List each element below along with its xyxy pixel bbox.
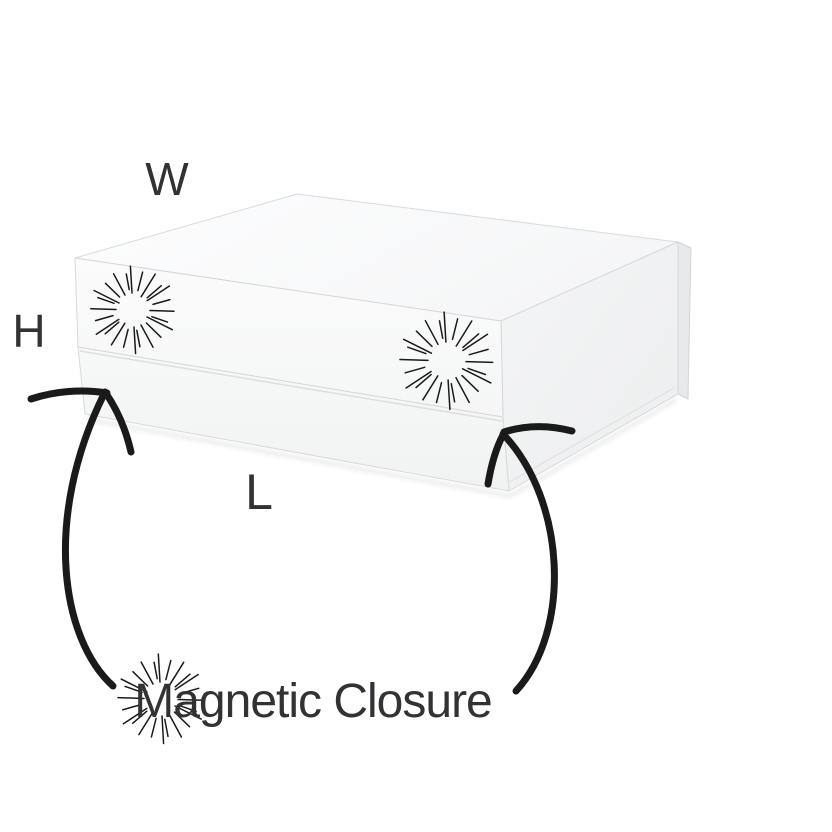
starburst-ray [415, 330, 433, 348]
starburst-ray [122, 707, 148, 725]
lid-flap-shadow-line [79, 350, 503, 422]
starburst-ray [179, 704, 197, 713]
starburst-ray [443, 311, 447, 343]
starburst-ray [146, 316, 174, 331]
starburst-ray [438, 320, 444, 339]
starburst-ray [145, 322, 162, 338]
starburst-ray [165, 659, 172, 681]
starburst-ray [140, 273, 156, 298]
starburst-ray [104, 282, 121, 298]
starburst-ray [138, 711, 154, 736]
starburst-ray [133, 326, 137, 355]
starburst-ray [405, 370, 432, 389]
starburst-ray [168, 713, 183, 738]
left-arrow-shaft [61, 390, 117, 690]
starburst-ray [146, 285, 171, 302]
starburst-ray [455, 320, 473, 347]
starburst-ray [146, 284, 163, 299]
starburst-ray [462, 333, 480, 349]
starburst-ray [122, 328, 129, 348]
starburst-ray [164, 718, 169, 738]
starburst-ray [104, 321, 120, 335]
starburst-ray [117, 696, 145, 700]
starburst-ray [153, 661, 158, 680]
right-arrowhead-wing-b [500, 423, 576, 436]
right-arrowhead-wing-a [484, 431, 507, 488]
starburst-ray [422, 375, 439, 401]
starburst-ray [110, 322, 126, 346]
starburst-ray [451, 318, 459, 341]
starburst-ray [140, 324, 154, 348]
right-callout-arrow [484, 423, 576, 695]
box-back-hinge-flap [677, 241, 692, 400]
starburst-ray [124, 685, 143, 694]
starburst-ray [468, 348, 489, 356]
starburst-ray [157, 653, 161, 683]
closure-starburst-icon [117, 653, 204, 745]
starburst-ray [132, 670, 149, 687]
starburst-ray [97, 296, 115, 305]
magnet-starburst-left-icon [90, 265, 175, 355]
gift-box-illustration [74, 193, 692, 492]
starburst-ray [455, 376, 470, 404]
starburst-ray [94, 314, 114, 322]
starburst-ray [129, 265, 133, 294]
magnetic-closure-label: Magnetic Closure [134, 675, 492, 728]
starburst-ray [152, 298, 171, 306]
starburst-ray [407, 346, 427, 355]
starburst-ray [120, 678, 148, 693]
magnet-starburst-right-icon [399, 311, 494, 411]
left-callout-arrow [27, 387, 135, 690]
starburst-ray [149, 309, 175, 313]
starburst-ray [415, 373, 432, 389]
starburst-ray [161, 715, 165, 745]
starburst-ray [174, 673, 199, 691]
right-arrow-shaft [499, 430, 558, 695]
starburst-ray [462, 333, 489, 352]
starburst-ray [140, 661, 154, 685]
box-lid-front-flap [74, 257, 504, 418]
starburst-ray [168, 661, 185, 687]
width-label: W [145, 153, 189, 205]
starburst-ray [136, 329, 141, 348]
starburst-ray [125, 273, 130, 291]
length-label: L [245, 464, 273, 520]
box-shadow [85, 397, 679, 499]
starburst-ray [151, 315, 169, 323]
starburst-ray [177, 698, 204, 702]
starburst-ray [424, 319, 439, 346]
starburst-ray [450, 383, 456, 403]
starburst-ray [461, 368, 492, 384]
starburst-ray [174, 705, 202, 720]
starburst-ray [465, 360, 494, 364]
starburst-ray [402, 338, 433, 354]
starburst-ray [112, 273, 126, 296]
starburst-ray [180, 687, 200, 695]
left-arrowhead-wing-b [101, 388, 135, 456]
starburst-ray [447, 379, 451, 411]
starburst-ray [95, 318, 120, 335]
starburst-ray [121, 703, 142, 711]
starburst-ray [93, 289, 120, 304]
starburst-ray [435, 381, 443, 404]
starburst-ray [404, 366, 426, 374]
starburst-ray [150, 717, 157, 738]
starburst-ray [137, 271, 144, 292]
base-bottom-rim-line [507, 387, 675, 484]
starburst-ray [90, 307, 117, 311]
starburst-ray [461, 374, 479, 392]
starburst-ray [467, 367, 487, 376]
starburst-ray [131, 710, 148, 725]
height-label: H [12, 305, 45, 357]
starburst-ray [174, 673, 191, 688]
starburst-ray [399, 358, 429, 362]
left-arrowhead-wing-a [27, 387, 111, 403]
starburst-ray [173, 711, 191, 728]
